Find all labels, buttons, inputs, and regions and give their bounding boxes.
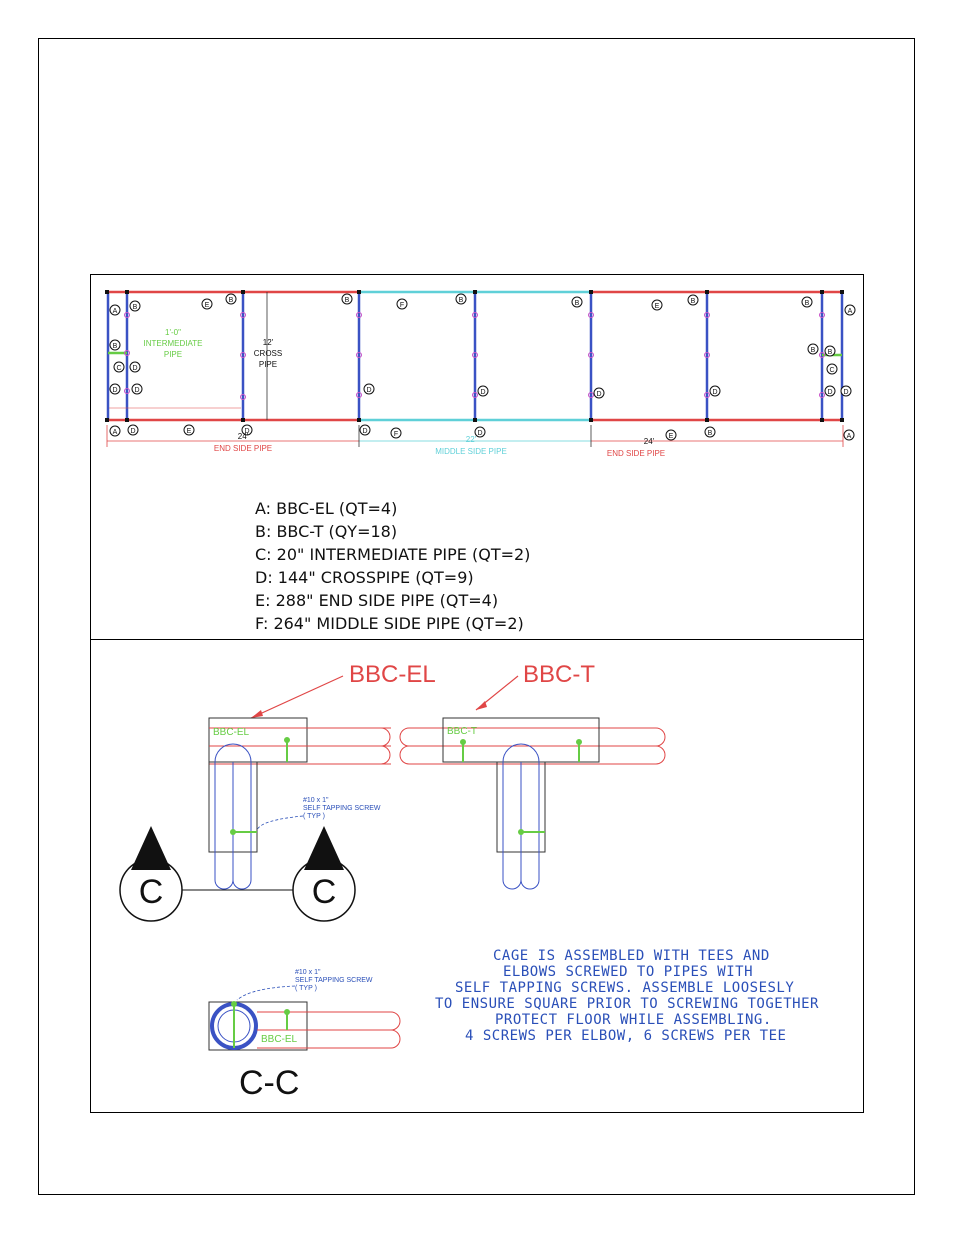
section-title: C-C [239,1064,299,1102]
svg-text:E: E [669,433,674,440]
legend-item-a: A: BBC-EL (QT=4) [255,499,398,518]
intermediate-label-line2: INTERMEDIATE [144,339,203,348]
svg-text:( TYP ): ( TYP ) [295,985,317,992]
svg-text:D: D [244,428,249,435]
svg-text:B: B [575,300,580,307]
screw-note-lower: #10 x 1" SELF TAPPING SCREW ( TYP ) [236,969,373,1001]
elbow-tag: BBC-EL [213,727,250,738]
cross-label-line2: CROSS [254,349,282,358]
svg-text:B: B [811,347,816,354]
svg-text:B: B [133,304,138,311]
legend-item-e: E: 288" END SIDE PIPE (QT=4) [255,591,499,610]
middle-dimension: 22' [466,435,477,444]
fitting-detail-drawing: BBC-EL BBC-T BBC-EL [119,661,666,1102]
svg-text:D: D [112,387,117,394]
callout-bbc-t: BBC-T [523,661,595,688]
svg-text:E: E [655,303,660,310]
svg-text:B: B [805,300,810,307]
svg-text:B: B [708,430,713,437]
svg-text:D: D [130,428,135,435]
screw-note-upper: #10 x 1" SELF TAPPING SCREW ( TYP ) [256,797,381,831]
svg-text:#10 x 1": #10 x 1" [295,969,321,976]
svg-text:B: B [828,349,833,356]
part-markers [109,293,856,441]
svg-text:C: C [116,365,121,372]
section-marker-right: C [292,826,356,922]
svg-text:D: D [596,391,601,398]
svg-text:A: A [847,433,852,440]
svg-text:( TYP ): ( TYP ) [303,813,325,820]
end-left-dimension: 24' [238,432,249,441]
svg-text:F: F [400,302,404,309]
svg-text:B: B [459,297,464,304]
cross-pipes [106,292,844,420]
plan-view-panel: A B E B B F B B E B B A B C D D D B B C … [90,274,864,640]
section-marker-left: C [119,826,183,922]
assembly-note-2: ELBOWS SCREWED TO PIPES WITH [503,964,754,980]
svg-text:E: E [187,428,192,435]
elbow-fitting: BBC-EL [208,717,391,890]
svg-text:D: D [132,365,137,372]
section-cc-view: BBC-EL C-C [208,1001,401,1102]
svg-text:C: C [829,367,834,374]
cross-label-line1: 12' [263,338,274,347]
svg-text:B: B [691,298,696,305]
svg-text:D: D [480,389,485,396]
svg-text:B: B [113,343,118,350]
page-frame [38,38,915,1195]
svg-text:D: D [366,387,371,394]
svg-text:E: E [205,302,210,309]
svg-text:#10 x 1": #10 x 1" [303,797,329,804]
assembly-note-4: TO ENSURE SQUARE PRIOR TO SCREWING TOGET… [435,996,819,1012]
end-right-label: END SIDE PIPE [607,449,665,458]
legend-item-c: C: 20" INTERMEDIATE PIPE (QT=2) [255,545,531,564]
cross-label-line3: PIPE [259,360,277,369]
svg-text:SELF TAPPING SCREW: SELF TAPPING SCREW [303,805,381,812]
svg-text:D: D [134,387,139,394]
svg-text:A: A [848,308,853,315]
svg-text:F: F [394,431,398,438]
legend-item-f: F: 264" MIDDLE SIDE PIPE (QT=2) [255,614,524,633]
svg-text:D: D [362,428,367,435]
svg-text:D: D [827,389,832,396]
plan-view-drawing: A B E B B F B B E B B A B C D D D B B C … [105,290,856,458]
assembly-note-1: CAGE IS ASSEMBLED WITH TEES AND [493,948,770,964]
end-right-dimension: 24' [644,437,655,446]
section-tag: BBC-EL [261,1034,298,1045]
svg-text:A: A [113,429,118,436]
section-marker-letter-right: C [312,873,337,911]
middle-label: MIDDLE SIDE PIPE [435,447,507,456]
svg-text:D: D [477,430,482,437]
fitting-dots [124,312,825,400]
section-marker-letter-left: C [139,873,164,911]
marker-text: A [113,308,118,315]
svg-text:SELF TAPPING SCREW: SELF TAPPING SCREW [295,977,373,984]
end-left-label: END SIDE PIPE [214,444,272,453]
tee-fitting: BBC-T [399,717,666,890]
joint-squares [105,290,844,422]
legend-item-b: B: BBC-T (QY=18) [255,522,398,541]
intermediate-label-line1: 1'-0" [165,328,181,337]
svg-text:B: B [345,297,350,304]
assembly-note-3: SELF TAPPING SCREWS. ASSEMBLE LOOSESLY [455,980,795,996]
svg-text:D: D [843,389,848,396]
svg-text:D: D [712,389,717,396]
callout-bbc-el: BBC-EL [349,661,436,688]
assembly-note-5: PROTECT FLOOR WHILE ASSEMBLING. [495,1012,772,1028]
intermediate-label-line3: PIPE [164,350,182,359]
detail-view-panel: BBC-EL BBC-T BBC-EL [90,639,864,1113]
tee-tag: BBC-T [447,726,477,737]
legend-item-d: D: 144" CROSSPIPE (QT=9) [255,568,474,587]
svg-text:B: B [229,297,234,304]
assembly-note-6: 4 SCREWS PER ELBOW, 6 SCREWS PER TEE [465,1028,787,1044]
